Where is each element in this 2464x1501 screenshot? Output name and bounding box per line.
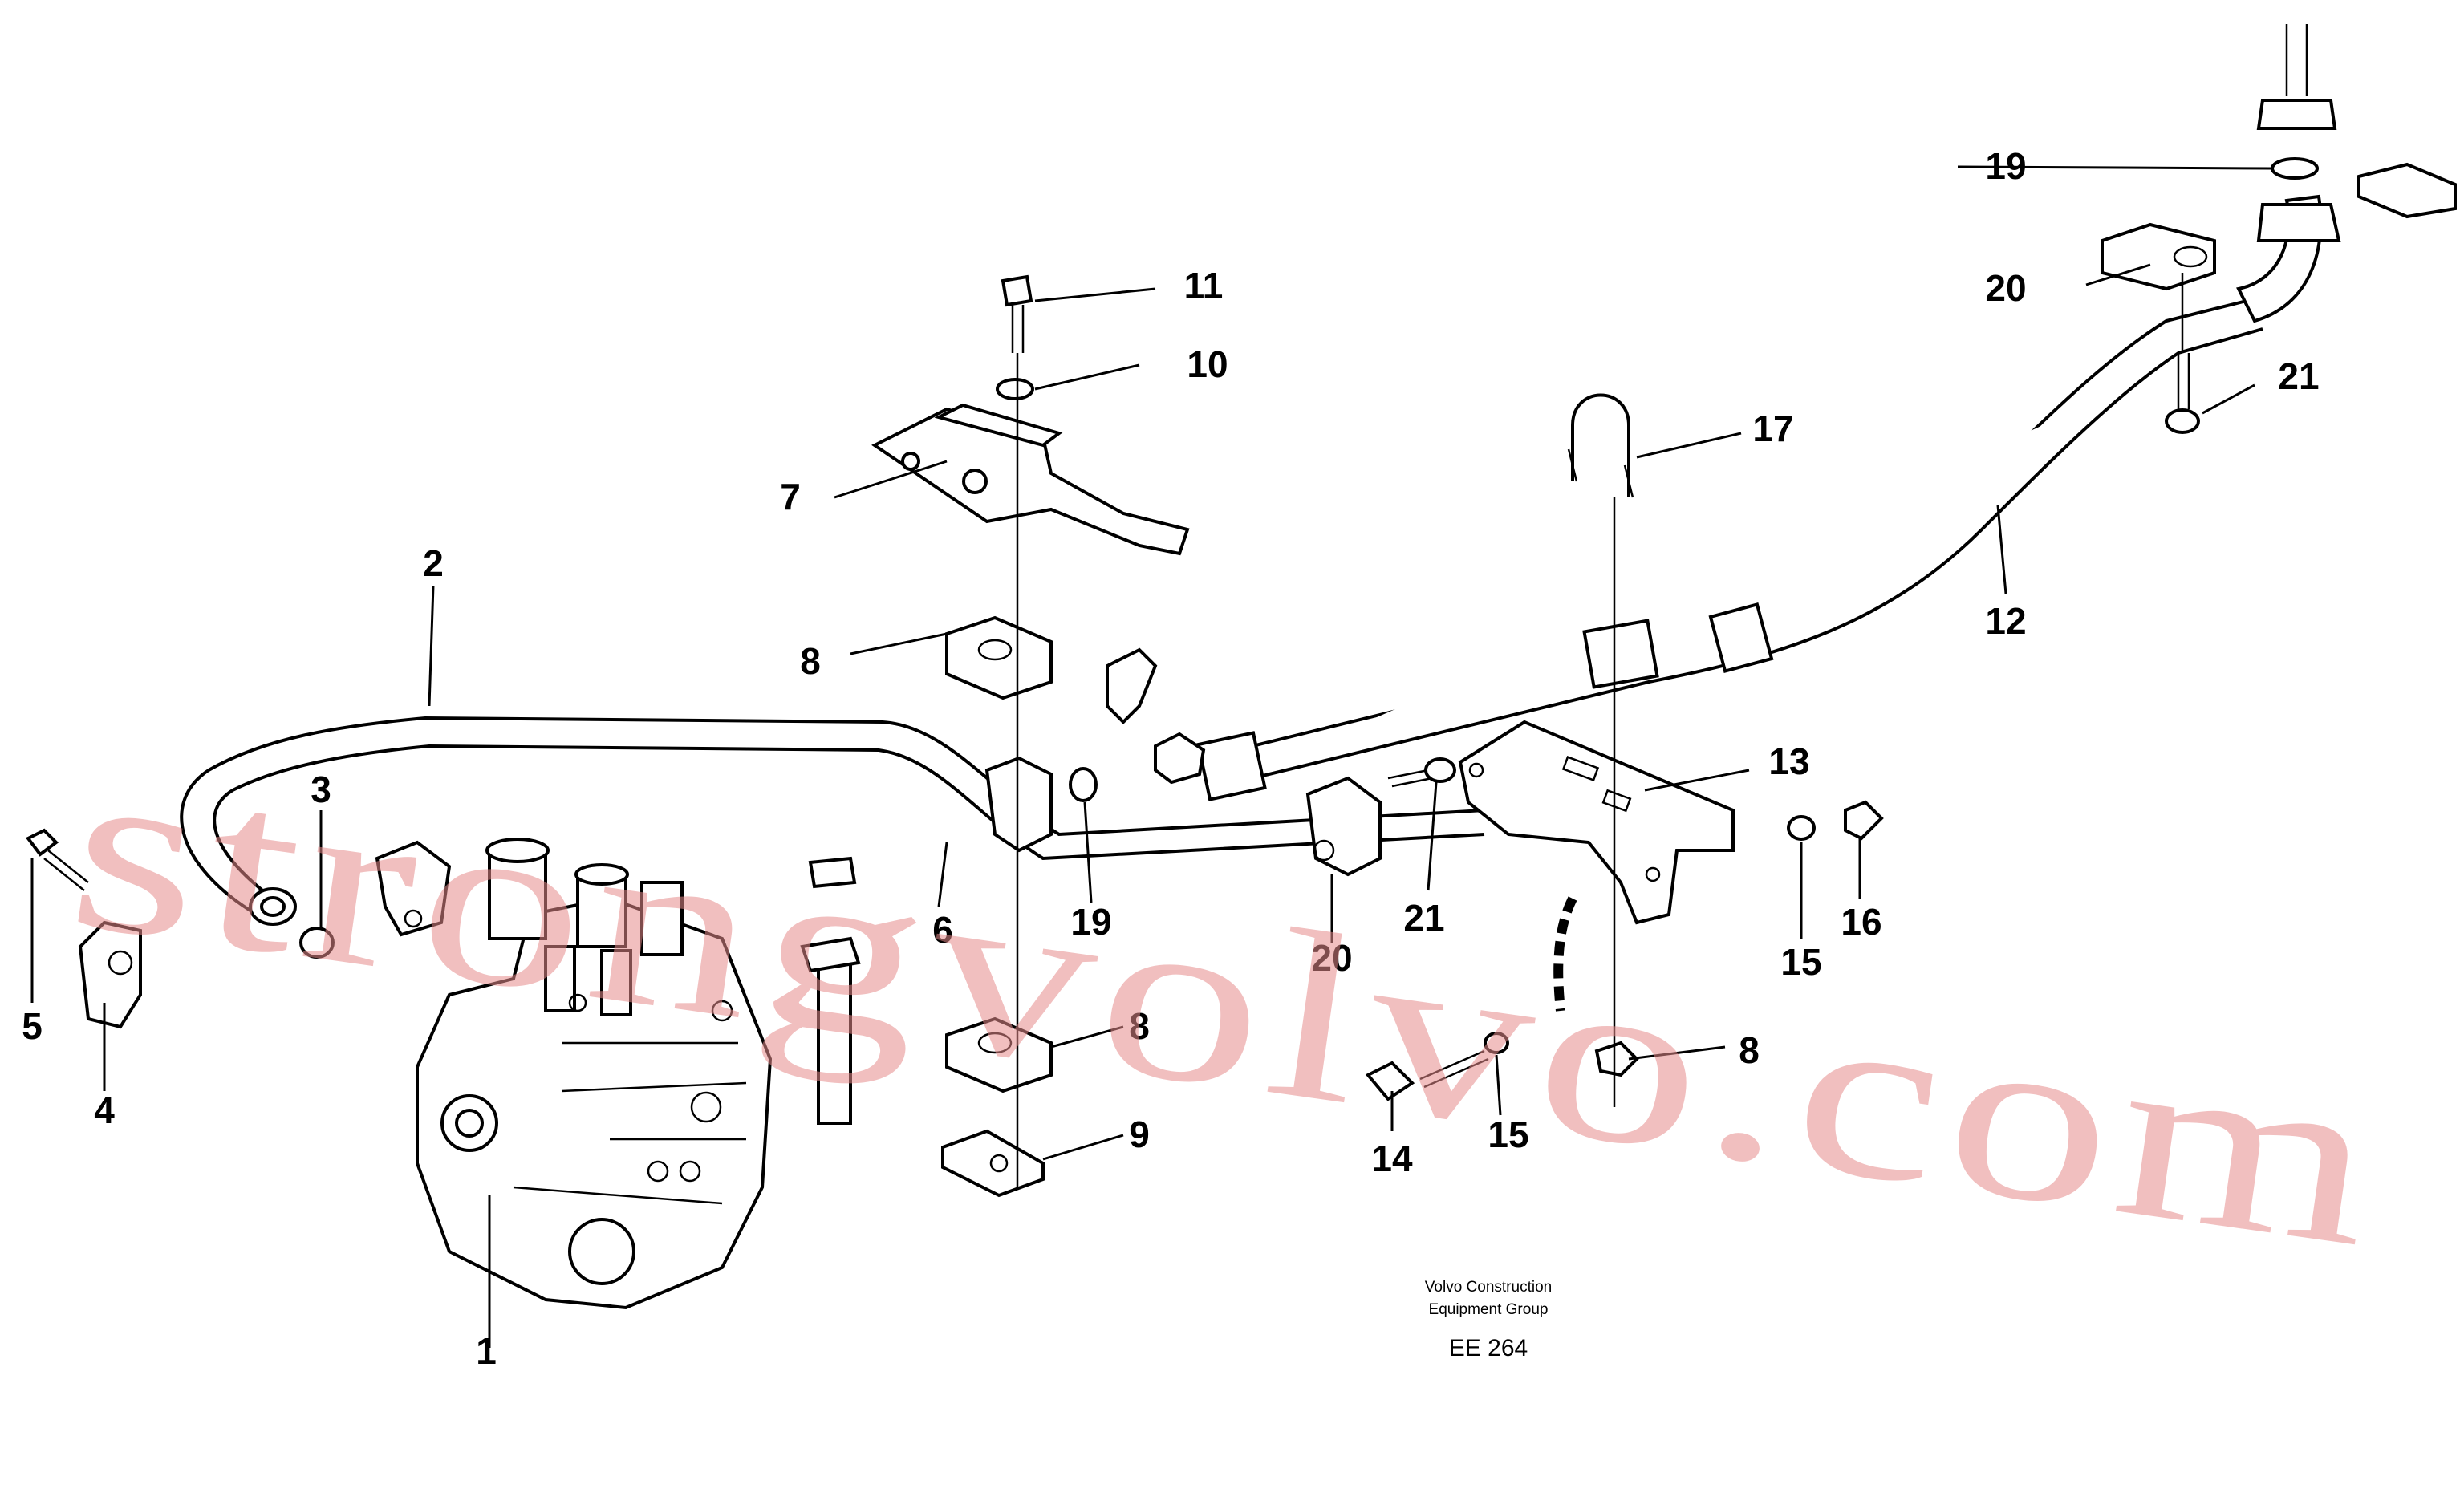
credit-line-1: Volvo Construction bbox=[1425, 1279, 1552, 1296]
callout-4: 4 bbox=[94, 1089, 115, 1131]
callout-8-right: 8 bbox=[1739, 1029, 1760, 1071]
credit-block: Volvo Construction Equipment Group EE 26… bbox=[1425, 1279, 1552, 1361]
callout-19-top: 19 bbox=[1985, 145, 2026, 187]
callout-10: 10 bbox=[1187, 343, 1228, 385]
callout-20-top: 20 bbox=[1985, 267, 2026, 309]
callout-1: 1 bbox=[476, 1330, 497, 1372]
callout-6: 6 bbox=[932, 909, 953, 951]
callout-19-center: 19 bbox=[1070, 901, 1111, 943]
callout-12: 12 bbox=[1985, 600, 2026, 642]
callout-17: 17 bbox=[1752, 408, 1793, 449]
callout-21-center: 21 bbox=[1403, 897, 1444, 939]
callout-5: 5 bbox=[22, 1005, 43, 1047]
credit-line-2: Equipment Group bbox=[1429, 1301, 1549, 1318]
bracket-assembly-right bbox=[1305, 393, 1884, 1107]
leader-lines bbox=[30, 165, 2271, 1348]
top-right-fittings bbox=[2101, 24, 2457, 434]
callout-2: 2 bbox=[423, 542, 444, 584]
callout-21-top: 21 bbox=[2278, 355, 2319, 397]
clamp-assembly-center bbox=[800, 274, 1206, 1198]
callout-labels: 1 2 3 4 5 6 7 8 8 8 9 10 11 12 13 14 15 … bbox=[22, 145, 2319, 1372]
pipe-12 bbox=[1196, 194, 2323, 801]
callout-3: 3 bbox=[311, 769, 331, 810]
watermark: strongvolvo.com bbox=[57, 711, 2398, 1299]
callout-15-lower: 15 bbox=[1488, 1114, 1528, 1155]
callout-9: 9 bbox=[1129, 1114, 1150, 1155]
fitting-left bbox=[25, 828, 452, 1029]
callout-7: 7 bbox=[780, 476, 801, 517]
callout-8-lower: 8 bbox=[1129, 1005, 1150, 1047]
drawing-code: EE 264 bbox=[1449, 1335, 1528, 1361]
callout-20-center: 20 bbox=[1311, 937, 1352, 979]
callout-14: 14 bbox=[1371, 1138, 1413, 1179]
callout-13: 13 bbox=[1768, 740, 1809, 782]
pump-1 bbox=[416, 838, 773, 1310]
callout-11: 11 bbox=[1184, 265, 1224, 306]
callout-15-right: 15 bbox=[1780, 941, 1821, 983]
callout-8-upper: 8 bbox=[800, 640, 821, 682]
callout-16: 16 bbox=[1841, 901, 1881, 943]
